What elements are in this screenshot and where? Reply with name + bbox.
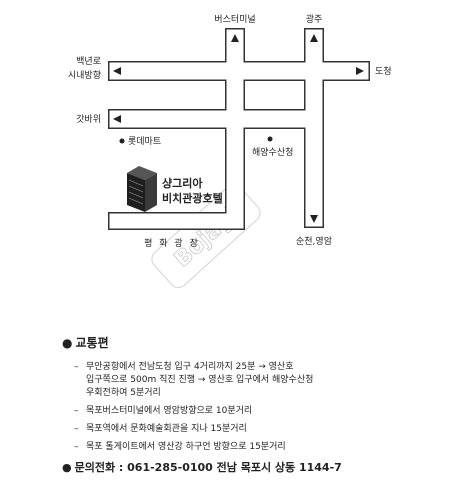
transport-item: 목포역에서 문화예술회관을 지나 15분거리 — [72, 423, 452, 436]
transport-item: 목포버스터미널에서 영암방향으로 10분거리 — [72, 405, 452, 418]
transport-item: 목포 톨게이트에서 영산강 하구언 방향으로 15분거리 — [72, 441, 452, 454]
transport-item-line: 목포역에서 문화예술회관을 지나 15분거리 — [86, 424, 247, 434]
label-baengnyeonno: 백년로 — [76, 56, 101, 67]
transport-item-line: 무안공항에서 전남도청 입구 4거리까지 25분 → 영산호 — [86, 362, 294, 372]
lotte-mart-marker — [119, 138, 125, 144]
arrow-down-suncheon — [310, 215, 318, 223]
transport-item-line: 입구쪽으로 500m 직진 진행 → 영산호 입구에서 해양수산청 — [86, 375, 314, 385]
label-gatbawi: 갓바위 — [76, 114, 101, 125]
label-hotel-line2: 비치관광호텔 — [162, 191, 223, 205]
transport-item-line: 우회전하여 5분거리 — [86, 388, 161, 398]
arrow-left-downtown — [113, 67, 121, 75]
hotel-building-icon — [127, 166, 157, 212]
label-plaza: 평 화 광 장 — [144, 237, 200, 249]
location-map: Bojagi — [68, 13, 392, 289]
maritime-office-marker — [267, 136, 273, 142]
label-suncheon: 순천,영암 — [296, 235, 332, 247]
label-maritime-office: 해양수산청 — [252, 147, 293, 158]
label-to-downtown: 시내방향 — [68, 69, 101, 81]
label-docheong: 도청 — [375, 66, 392, 77]
arrow-up-gwangju — [310, 34, 318, 42]
transport-item-line: 목포버스터미널에서 영암방향으로 10분거리 — [86, 406, 253, 416]
contact-phone: 문의전화 : 061-285-0100 전남 목포시 상동 1144-7 — [62, 459, 452, 475]
transport-heading: 교통편 — [62, 334, 452, 351]
road-network — [108, 28, 370, 230]
road-arrows — [113, 34, 364, 223]
label-lotte-mart: 롯데마트 — [128, 136, 161, 147]
label-gwangju: 광주 — [306, 13, 323, 25]
transport-info: 교통편 무안공항에서 전남도청 입구 4거리까지 25분 → 영산호 입구쪽으로… — [72, 334, 452, 475]
arrow-right-docheong — [356, 67, 364, 75]
label-bus-terminal: 버스터미널 — [214, 14, 255, 25]
transport-item: 무안공항에서 전남도청 입구 4거리까지 25분 → 영산호 입구쪽으로 500… — [72, 361, 452, 400]
arrow-up-bus-terminal — [231, 34, 239, 42]
arrow-left-gatbawi — [113, 115, 121, 123]
label-hotel-line1: 샹그리아 — [162, 176, 203, 190]
transport-item-line: 목포 톨게이트에서 영산강 하구언 방향으로 15분거리 — [86, 442, 286, 452]
